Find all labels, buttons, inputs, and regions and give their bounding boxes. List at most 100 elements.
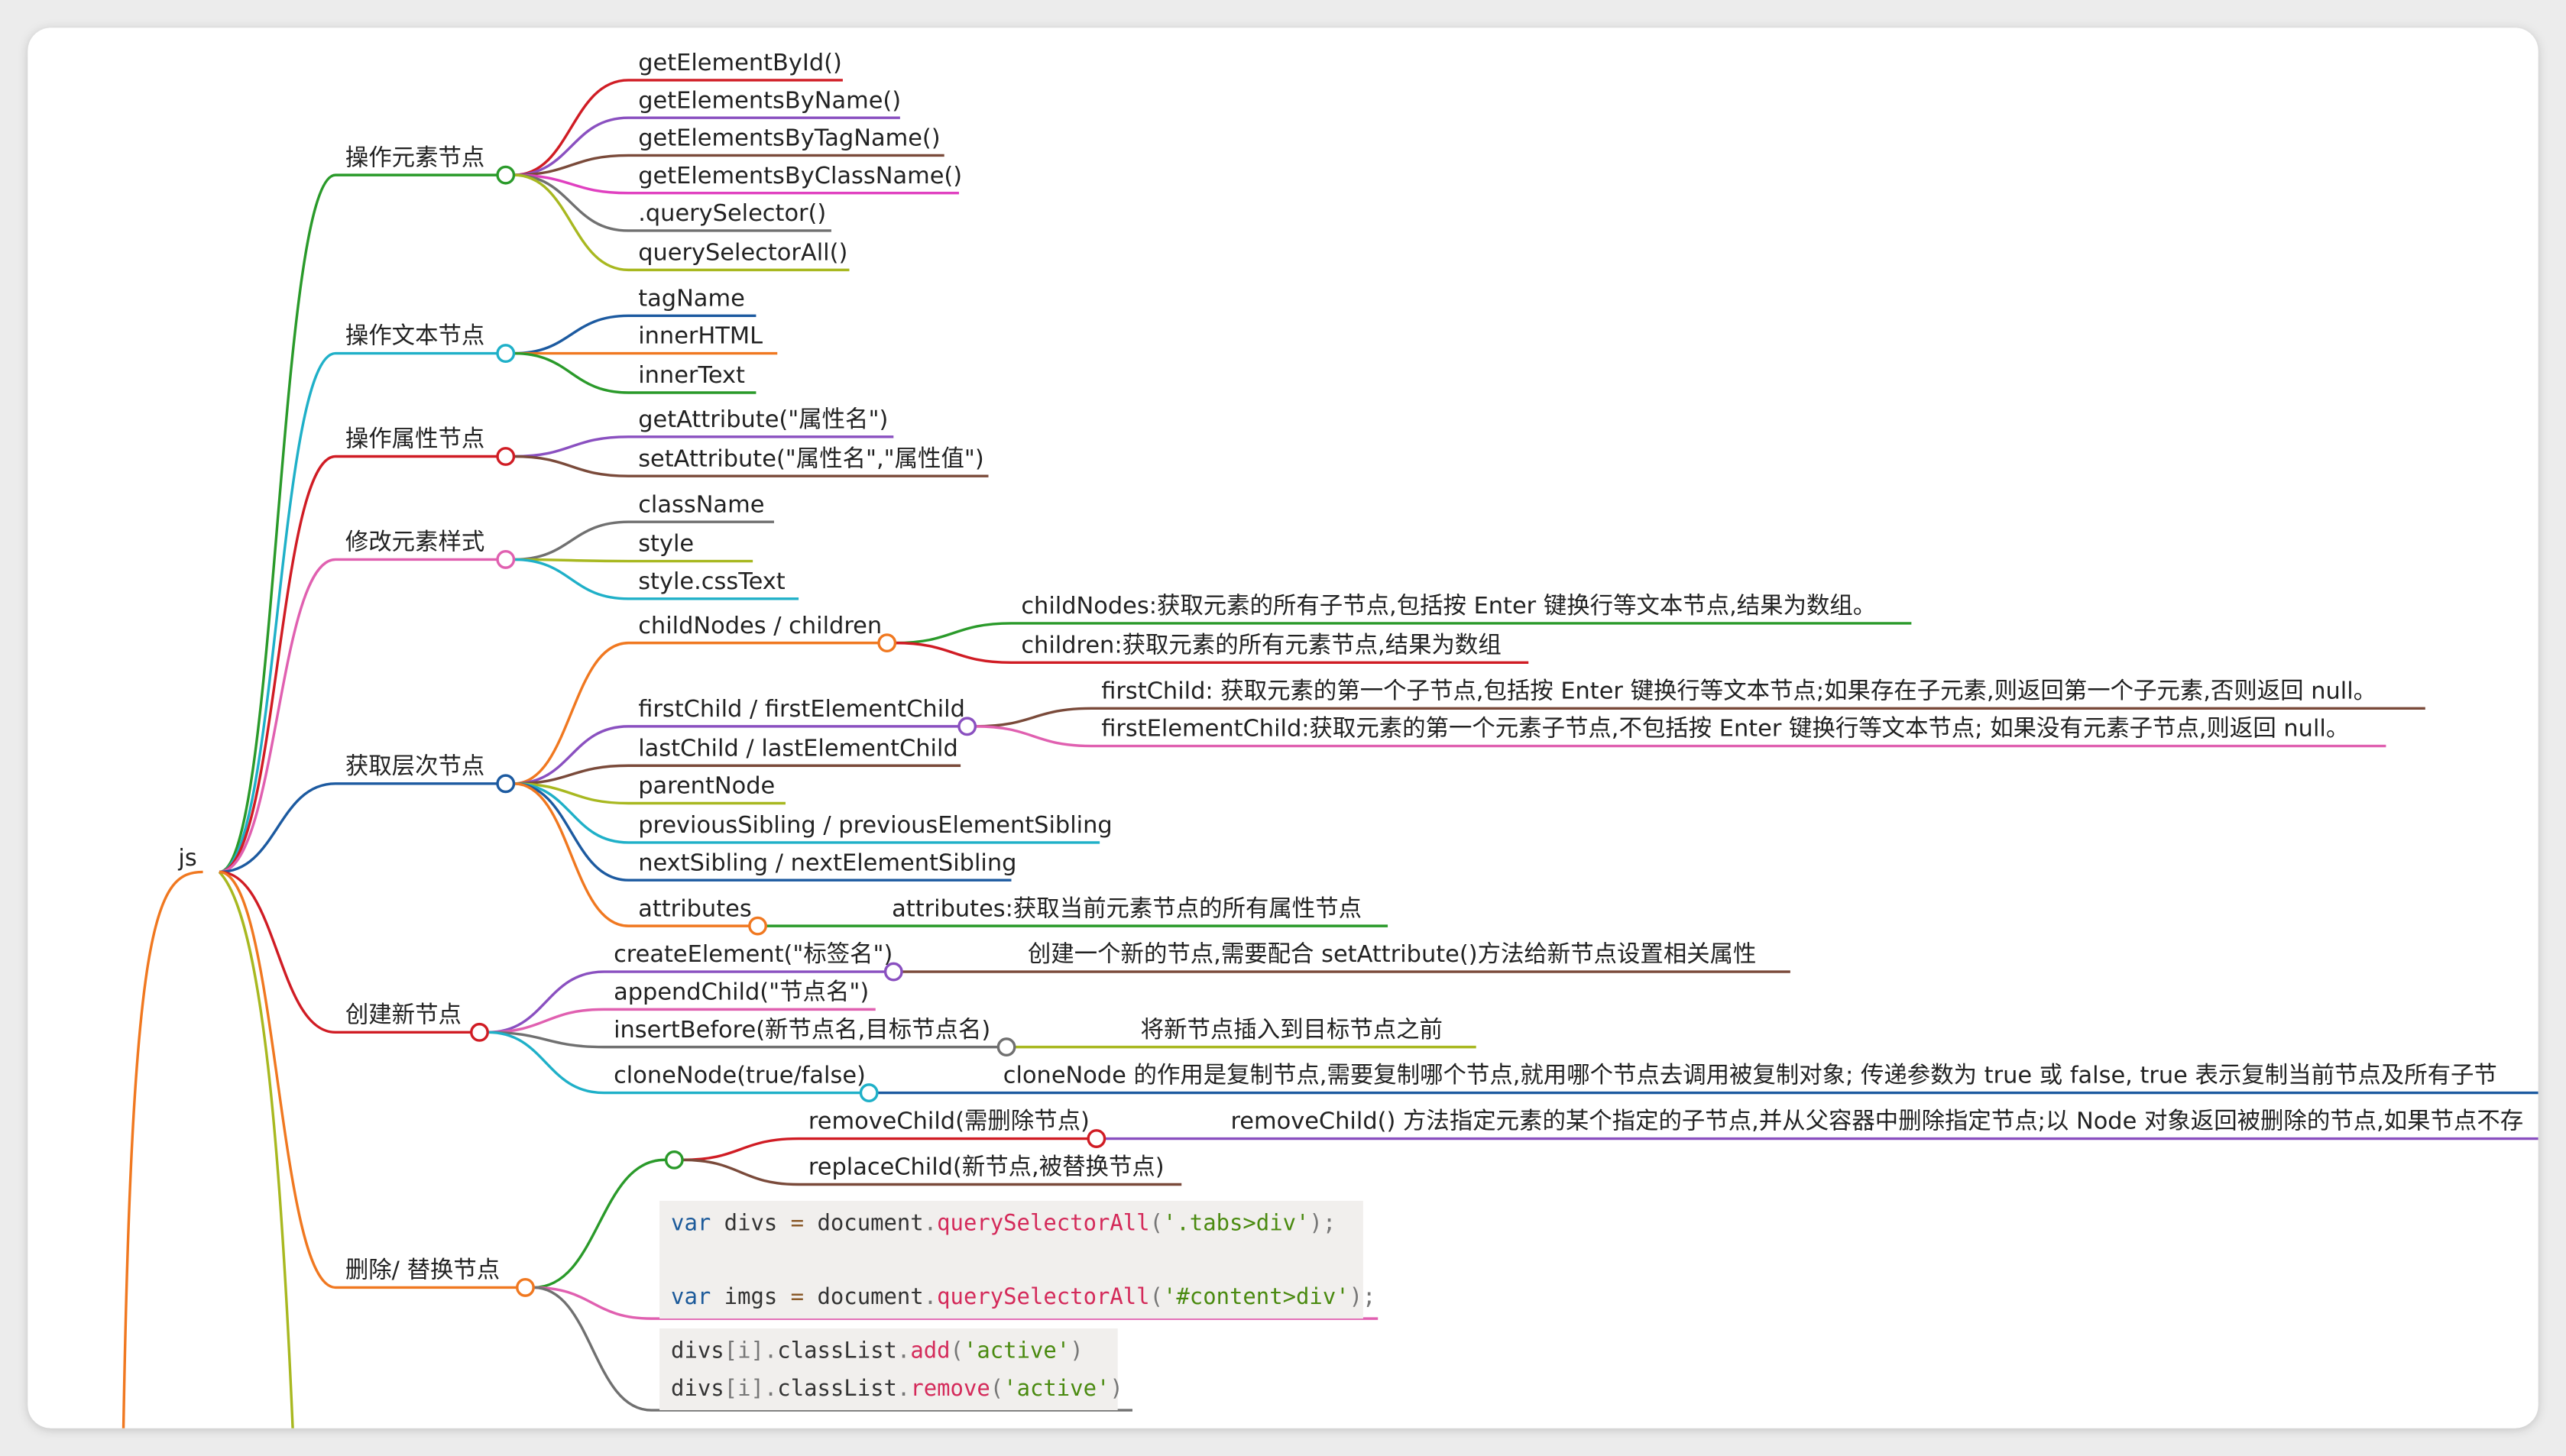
code-token: . xyxy=(924,1209,937,1235)
hierarchy-item: childNodes / children xyxy=(638,613,882,639)
toggle-remove[interactable] xyxy=(516,1277,535,1297)
property-item-branch xyxy=(514,314,757,355)
code-token: divs xyxy=(671,1338,724,1364)
code-token: remove xyxy=(910,1375,990,1401)
collapse-toggle[interactable] xyxy=(748,916,767,936)
code-token: ); xyxy=(1349,1283,1376,1309)
detail-text: children:获取元素的所有元素节点,结果为数组 xyxy=(1021,632,1501,658)
detail-text: firstElementChild:获取元素的第一个元素子节点,不包括按 Ent… xyxy=(1101,716,2349,743)
detail-text-branch xyxy=(895,641,1529,665)
create-item-branch xyxy=(488,1031,861,1095)
method-item-branch xyxy=(514,79,843,176)
property-item: innerText xyxy=(638,362,745,389)
code-token: divs xyxy=(671,1375,724,1401)
remove-item: removeChild(需删除节点) xyxy=(808,1108,1090,1135)
toggle-element[interactable] xyxy=(496,165,516,185)
code-token: '.tabs>div' xyxy=(1163,1209,1309,1235)
code-token: [i]. xyxy=(724,1338,778,1364)
property-item: tagName xyxy=(638,285,745,312)
toggle-create[interactable] xyxy=(470,1022,489,1042)
collapse-toggle[interactable] xyxy=(859,1083,879,1102)
hierarchy-item-branch xyxy=(514,782,786,805)
code-token: ) xyxy=(1110,1375,1123,1401)
branch-text xyxy=(219,351,506,874)
branch-remove xyxy=(219,870,526,1289)
hierarchy-item-branch xyxy=(514,641,880,785)
code-line: divs[i].classList.add('active') xyxy=(671,1338,1084,1364)
code-line: var divs = document.querySelectorAll('.t… xyxy=(671,1209,1336,1235)
branch-create xyxy=(219,870,480,1034)
detail-text: firstChild: 获取元素的第一个子节点,包括按 Enter 键换行等文本… xyxy=(1101,678,2376,704)
code-token: classList xyxy=(777,1375,897,1401)
method-item: querySelectorAll() xyxy=(638,240,847,267)
toggle-remove-group[interactable] xyxy=(664,1150,684,1170)
topic-remove: 删除/ 替换节点 xyxy=(345,1257,500,1284)
code-token: document xyxy=(804,1283,924,1309)
toggle-text[interactable] xyxy=(496,344,516,364)
detail-text: 将新节点插入到目标节点之前 xyxy=(1141,1017,1443,1043)
code-token: 'active' xyxy=(964,1338,1070,1364)
hierarchy-item-branch xyxy=(514,725,959,785)
topic-element: 操作元素节点 xyxy=(345,144,484,171)
code-token: classList xyxy=(777,1338,897,1364)
code-branch xyxy=(533,1286,1132,1412)
code-token: . xyxy=(924,1283,937,1309)
code-token: querySelectorAll xyxy=(937,1283,1149,1309)
create-item: createElement("标签名") xyxy=(614,941,893,968)
code-token: var xyxy=(671,1283,711,1309)
code-token: '#content>div' xyxy=(1163,1283,1349,1309)
hierarchy-item: firstChild / firstElementChild xyxy=(638,696,965,723)
branch-element xyxy=(219,173,506,874)
code-token: . xyxy=(897,1375,910,1401)
code-block xyxy=(659,1200,1363,1319)
hierarchy-item-branch xyxy=(514,782,1012,882)
topic-hierarchy: 获取层次节点 xyxy=(345,753,484,780)
branch-offscreen xyxy=(218,871,296,1428)
detail-text-branch xyxy=(975,725,2386,748)
collapse-toggle[interactable] xyxy=(1087,1129,1106,1148)
branch-style xyxy=(219,558,506,874)
collapse-toggle[interactable] xyxy=(996,1037,1016,1057)
detail-text: cloneNode 的作用是复制节点,需要复制哪个节点,就用哪个节点去调用被复制… xyxy=(1003,1063,2497,1089)
topic-style: 修改元素样式 xyxy=(345,529,484,556)
collapse-toggle[interactable] xyxy=(877,633,897,653)
detail-text: 创建一个新的节点,需要配合 setAttribute()方法给新节点设置相关属性 xyxy=(1028,941,1757,968)
method-item: getElementsByTagName() xyxy=(638,125,940,152)
property-item-branch xyxy=(514,558,753,563)
property-item: innerHTML xyxy=(638,323,763,350)
method-item: getAttribute("属性名") xyxy=(638,406,888,433)
hierarchy-item-branch xyxy=(514,782,1100,844)
detail-text: attributes:获取当前元素节点的所有属性节点 xyxy=(892,895,1362,922)
detail-text-branch xyxy=(895,622,1912,645)
create-item-branch xyxy=(488,970,886,1034)
topic-attr: 操作属性节点 xyxy=(345,426,484,453)
topic-text: 操作文本节点 xyxy=(345,323,484,350)
hierarchy-item-branch xyxy=(514,782,750,927)
code-token: add xyxy=(910,1338,950,1364)
code-token: document xyxy=(804,1209,924,1235)
code-token: = xyxy=(791,1209,804,1235)
property-item-branch xyxy=(514,558,799,600)
create-item-branch xyxy=(488,1031,999,1049)
toggle-hierarchy[interactable] xyxy=(496,774,516,794)
create-item: cloneNode(true/false) xyxy=(614,1063,866,1089)
method-item: getElementsByClassName() xyxy=(638,163,962,189)
code-line: divs[i].classList.remove('active') xyxy=(671,1375,1123,1401)
code-token: 'active' xyxy=(1003,1375,1110,1401)
hierarchy-item: parentNode xyxy=(638,773,775,800)
method-item: getElementsByName() xyxy=(638,87,901,114)
branch-remove-group xyxy=(533,1158,666,1289)
code-token: ( xyxy=(1150,1283,1163,1309)
collapse-toggle[interactable] xyxy=(957,717,977,736)
toggle-style[interactable] xyxy=(496,549,516,569)
remove-item: replaceChild(新节点,被替换节点) xyxy=(808,1154,1165,1181)
toggle-attr[interactable] xyxy=(496,447,516,466)
collapse-toggle[interactable] xyxy=(883,962,903,982)
branch-offscreen xyxy=(121,870,203,1428)
root-node: js xyxy=(177,845,196,872)
branch-hierarchy xyxy=(219,782,506,874)
method-item-branch xyxy=(514,173,850,272)
method-item-branch xyxy=(514,116,900,176)
code-token: divs xyxy=(711,1209,790,1235)
method-item: getElementById() xyxy=(638,50,842,76)
